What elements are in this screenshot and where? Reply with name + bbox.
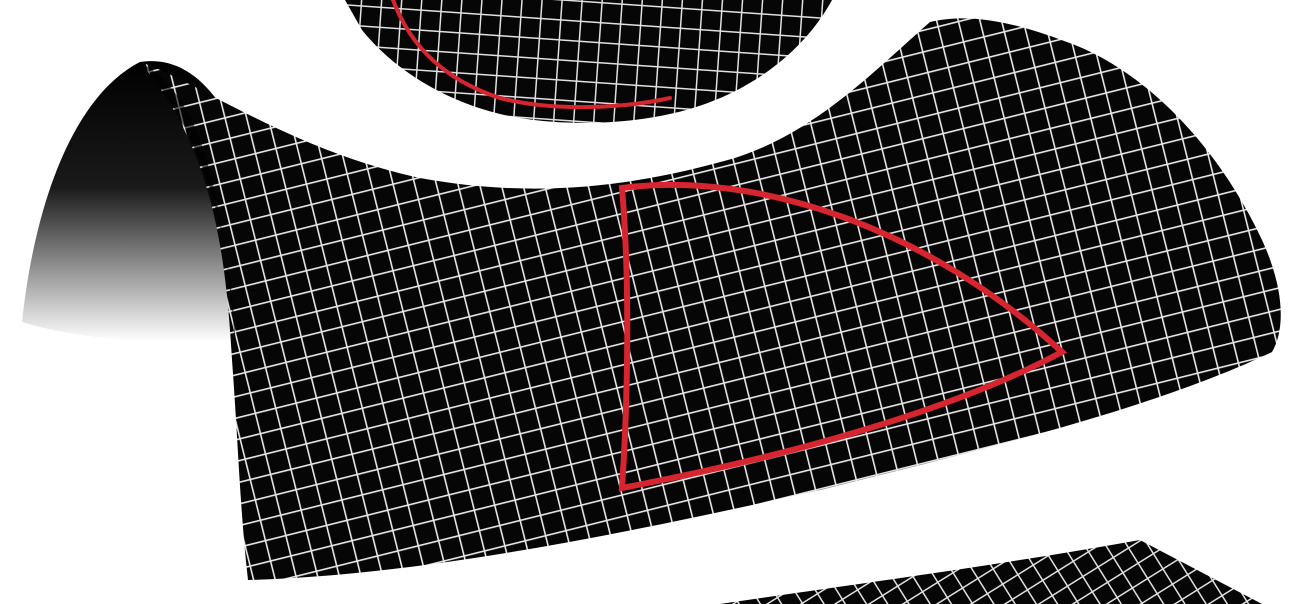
plane-surface — [720, 540, 1262, 604]
sphere-surface — [345, 0, 832, 123]
